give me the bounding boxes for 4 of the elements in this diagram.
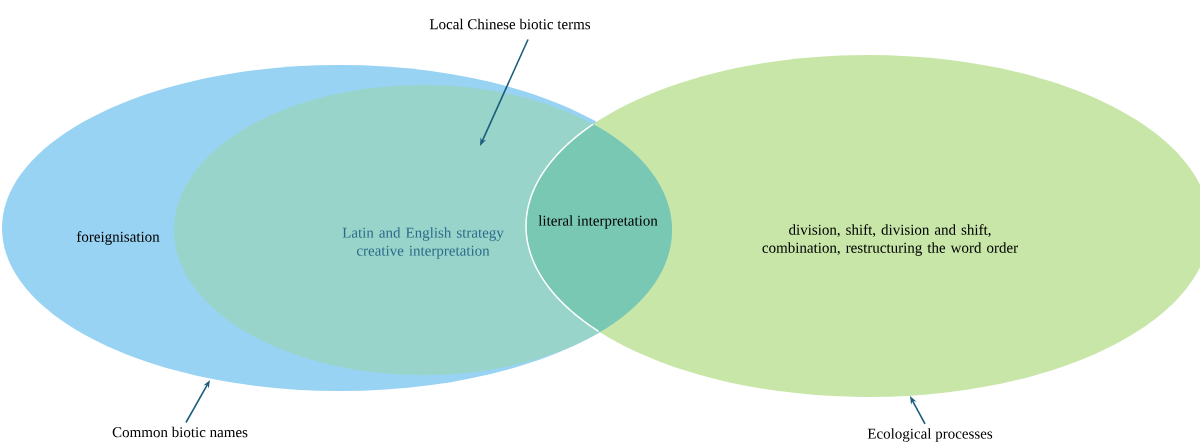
callout-label: Common biotic names [112,426,248,438]
callout-label: Local Chinese biotic terms [429,18,591,30]
callout-label: Ecological processes [867,428,993,442]
overlap-region: literal interpretation [525,123,672,332]
